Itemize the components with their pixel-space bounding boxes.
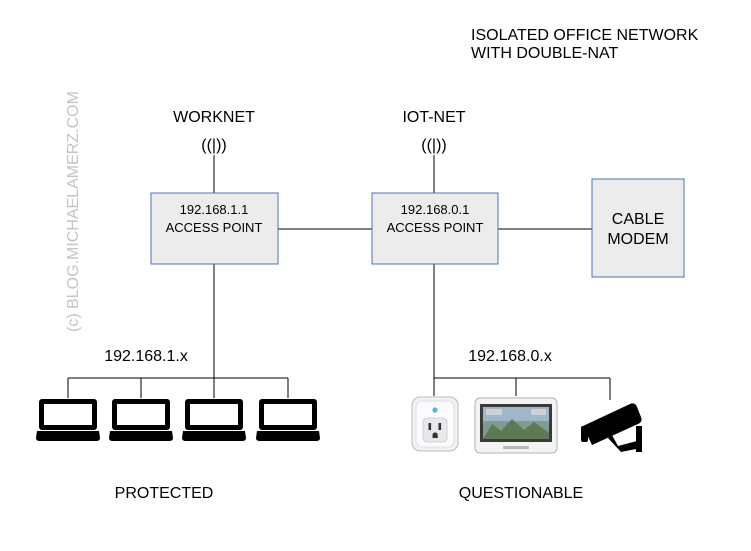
security-camera-icon xyxy=(581,403,642,452)
laptop-icon xyxy=(256,399,320,441)
iotnet-ap-ip: 192.168.0.1 xyxy=(401,202,470,217)
thermostat-icon xyxy=(474,397,558,454)
worknet-access-point: 192.168.1.1 ACCESS POINT xyxy=(150,192,279,265)
cable-modem-line2: MODEM xyxy=(607,231,668,248)
iotnet-subnet-label: 192.168.0.x xyxy=(468,348,552,365)
iotnet-wifi-icon: ((|)) xyxy=(421,137,446,154)
iotnet-clients xyxy=(411,396,642,454)
iotnet-access-point: 192.168.0.1 ACCESS POINT xyxy=(371,192,499,265)
diagram-title-line1: ISOLATED OFFICE NETWORK xyxy=(471,27,699,44)
diagram-title-line2: WITH DOUBLE-NAT xyxy=(471,45,618,62)
questionable-zone-label: QUESTIONABLE xyxy=(459,485,583,502)
worknet-ap-device: ACCESS POINT xyxy=(166,220,263,235)
worknet-clients xyxy=(36,399,320,441)
watermark: (c) BLOG.MICHAELAMERZ.COM xyxy=(65,91,82,332)
worknet-subnet-label: 192.168.1.x xyxy=(104,348,188,365)
worknet-ap-ip: 192.168.1.1 xyxy=(180,202,249,217)
cable-modem-line1: CABLE xyxy=(612,211,664,228)
iotnet-ssid-label: IOT-NET xyxy=(402,109,465,126)
smart-plug-icon xyxy=(411,396,459,452)
laptop-icon xyxy=(36,399,100,441)
connection-lines xyxy=(67,155,611,400)
worknet-ssid-label: WORKNET xyxy=(173,109,255,126)
protected-zone-label: PROTECTED xyxy=(115,485,214,502)
laptop-icon xyxy=(109,399,173,441)
iotnet-ap-device: ACCESS POINT xyxy=(387,220,484,235)
cable-modem: CABLE MODEM xyxy=(591,178,685,278)
laptop-icon xyxy=(182,399,246,441)
worknet-wifi-icon: ((|)) xyxy=(201,137,226,154)
